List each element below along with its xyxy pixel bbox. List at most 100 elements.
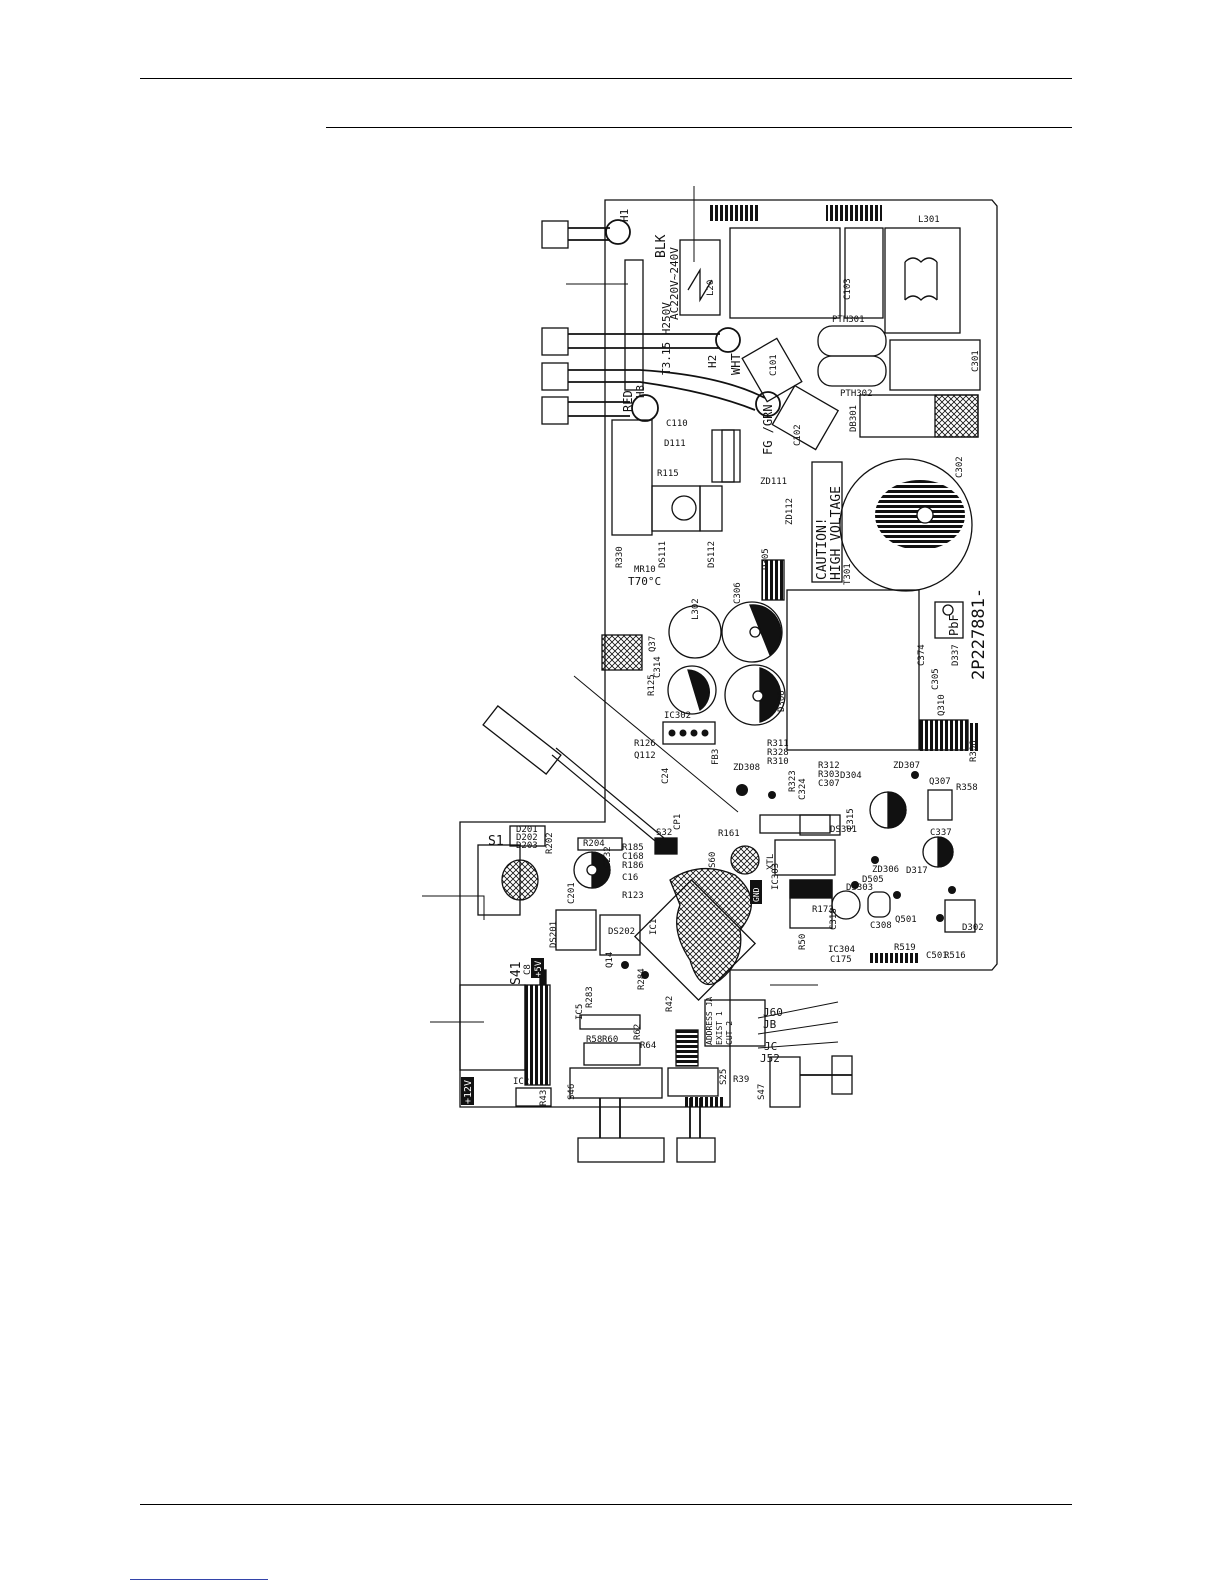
c301-outline — [889, 339, 981, 391]
edge-connector-top-right — [826, 205, 882, 221]
ds303-label: DS303 — [846, 883, 873, 893]
c337-label: C337 — [930, 828, 952, 838]
r43-label: R43 — [539, 1090, 549, 1106]
r311-label: R311 — [767, 739, 789, 749]
d203-label: D203 — [516, 841, 538, 851]
d302 — [944, 899, 976, 933]
plus12v-plate — [461, 1077, 474, 1105]
d308-capacitor — [724, 664, 786, 726]
ic5-label: IC5 — [575, 1004, 585, 1020]
r330-label: R330 — [615, 546, 625, 568]
l302-capacitor — [668, 605, 722, 659]
ds301 — [799, 814, 841, 836]
c501-label: C501 — [926, 951, 948, 961]
fuse-holder — [624, 259, 644, 391]
c374-label: C374 — [917, 644, 927, 666]
header-rule-top — [140, 78, 1072, 79]
r58-label: R58 — [586, 1035, 602, 1045]
q307 — [927, 789, 953, 821]
ds112 — [699, 485, 723, 532]
connector-box-h3b — [541, 396, 569, 425]
plus12v-label: +12V — [463, 1080, 474, 1104]
zd112-label: ZD112 — [785, 498, 795, 525]
r204 — [577, 837, 623, 851]
pth302-label: PTH302 — [840, 389, 873, 399]
r519-label: R519 — [894, 943, 916, 953]
header-rule-section — [326, 127, 1072, 128]
exist-label: EXIST 1 — [715, 1011, 724, 1045]
r62-label: R62 — [633, 1024, 643, 1040]
relay-ry1 — [611, 419, 653, 536]
wire-label-fg-grn: FG /GRN — [761, 404, 775, 455]
r312-label: R312 — [818, 761, 840, 771]
wire-label-h1: H1 — [618, 209, 631, 222]
d302-label: D302 — [962, 923, 984, 933]
r185-label: R185 — [622, 843, 644, 853]
footer-rule — [140, 1504, 1072, 1505]
ds201-label: DS201 — [549, 921, 559, 948]
ds301-label: DS301 — [830, 825, 857, 835]
d337-label: D337 — [951, 644, 961, 666]
d304-label: D304 — [840, 771, 862, 781]
s47-connector — [769, 1056, 801, 1108]
thermistor-probe — [482, 705, 562, 775]
d201-group — [509, 825, 546, 847]
pbf-label: PbF — [947, 614, 961, 636]
c301-label: C301 — [971, 350, 981, 372]
c307-label: C307 — [818, 779, 840, 789]
c201-label: C201 — [567, 882, 577, 904]
r323-label: R323 — [788, 770, 798, 792]
l301-coil — [904, 257, 938, 301]
d317-label: D317 — [906, 866, 928, 876]
label-sticker — [601, 634, 643, 671]
ds111-label: DS111 — [658, 541, 668, 568]
c8-label: C8 — [523, 964, 533, 975]
r284-label: R284 — [637, 968, 647, 990]
jc-label: JC — [764, 1040, 777, 1053]
ic2-label: IC2 — [513, 1077, 529, 1087]
c175-label: C175 — [830, 955, 852, 965]
jb-label: JB — [763, 1018, 777, 1031]
connector-box-h3a — [541, 362, 569, 391]
fuse-rating-label: T3.15 H250V — [660, 302, 673, 375]
footer-link-underline[interactable] — [130, 1579, 268, 1580]
r306-label: R306 — [969, 740, 979, 762]
r64-label: R64 — [640, 1041, 656, 1051]
s46-connector — [569, 1067, 663, 1099]
c103-label: C103 — [843, 278, 853, 300]
caution-box — [811, 461, 843, 583]
c324-label: C324 — [798, 778, 808, 800]
thermal-temp-label: T70°C — [628, 575, 661, 588]
xtl-label: XTL — [766, 854, 776, 870]
address-box — [704, 999, 766, 1047]
plus5v-label: +5V — [534, 960, 544, 977]
s47-label: S47 — [757, 1084, 767, 1100]
d201-label: D201 — [516, 825, 538, 835]
connector-box-h2 — [541, 327, 569, 356]
ic2-block — [515, 1087, 552, 1107]
t301-label: T301 — [843, 563, 853, 585]
plus5v-plate — [531, 958, 544, 978]
cut-label: CUT 2 — [725, 1021, 734, 1045]
q501-label: Q501 — [895, 915, 917, 925]
edge-connector-bottom-right — [870, 953, 918, 963]
caution-line2: HIGH VOLTAGE — [829, 486, 844, 580]
q37-label: Q37 — [648, 636, 658, 652]
address-label: ADDRESS JA — [705, 997, 714, 1045]
ds202 — [599, 914, 641, 956]
zd306-label: ZD306 — [872, 865, 899, 875]
connector-box-s46 — [577, 1137, 665, 1163]
ic302 — [662, 721, 716, 745]
zd111-label: ZD111 — [760, 477, 787, 487]
r173-label: R173 — [812, 905, 834, 915]
ic1-hatched-area — [669, 867, 753, 986]
wire-label-red: RED — [621, 390, 635, 412]
d308-label: D308 — [777, 690, 787, 712]
s25-label: S25 — [719, 1069, 729, 1085]
c103-inner — [844, 227, 884, 319]
r50-label: R50 — [798, 934, 808, 950]
s32-connector — [654, 837, 678, 855]
c306-label: C306 — [733, 582, 743, 604]
l20-label: L20 — [706, 280, 716, 296]
